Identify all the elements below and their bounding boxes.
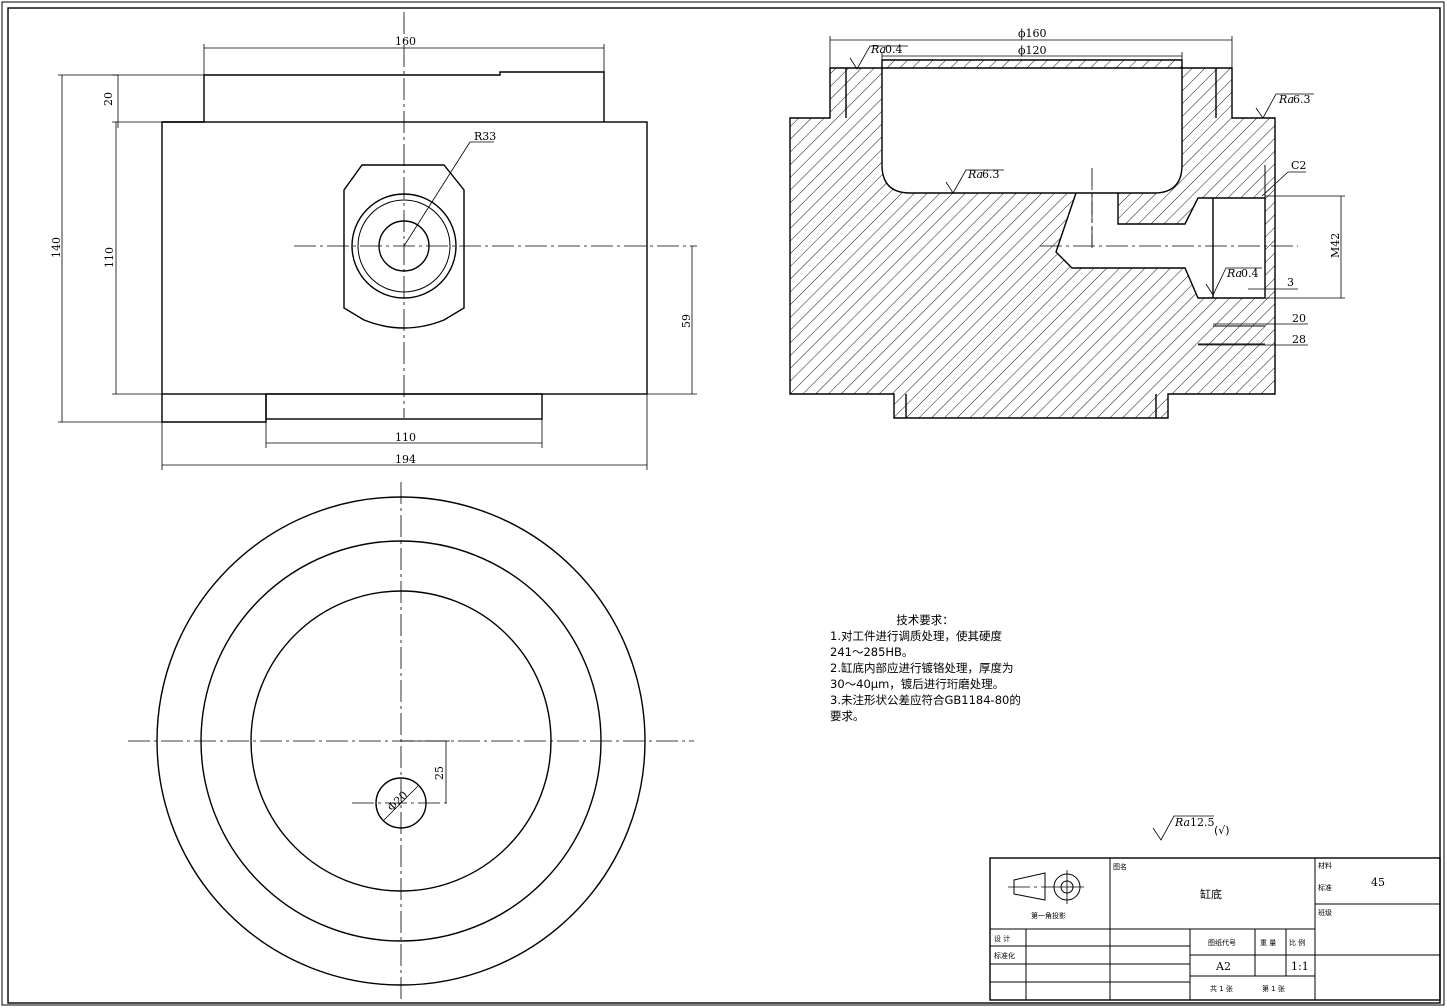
weight-label: 重 量 bbox=[1260, 939, 1276, 947]
dim-m42-label: M42 bbox=[1329, 233, 1342, 258]
svg-text:(√): (√) bbox=[1214, 824, 1230, 837]
class-label: 班级 bbox=[1318, 908, 1332, 917]
first-angle-projection-icon bbox=[1008, 870, 1084, 904]
tech-line: 2.缸底内部应进行镀铬处理，厚度为 bbox=[830, 661, 1014, 675]
dim-20-label: 20 bbox=[102, 92, 115, 106]
svg-text:Ra: Ra bbox=[870, 43, 886, 56]
standard-label: 标准 bbox=[1318, 883, 1332, 892]
tech-line: 1.对工件进行调质处理，使其硬度 bbox=[830, 629, 1002, 643]
title-block: 第一角投影 图名 缸底 材料 45 标准 班级 设 计 标准化 图纸代号 A2 … bbox=[989, 857, 1441, 1001]
drawing-name: 缸底 bbox=[1200, 887, 1222, 901]
dim-phi20-label: Φ20 bbox=[385, 789, 410, 814]
material-value: 45 bbox=[1371, 876, 1385, 889]
front-view: R33 160 20 140 110 59 110 194 bbox=[50, 12, 697, 470]
technical-requirements: 技术要求： 1.对工件进行调质处理，使其硬度 241～285HB。 2.缸底内部… bbox=[830, 612, 1060, 724]
dim-59-label: 59 bbox=[680, 314, 693, 328]
drawing-code: A2 bbox=[1215, 960, 1231, 973]
drawing-name-label: 图名 bbox=[1113, 862, 1127, 871]
front-body bbox=[161, 121, 648, 395]
svg-text:Ra: Ra bbox=[1174, 816, 1190, 829]
r33-label: R33 bbox=[474, 130, 496, 143]
svg-text:12.5: 12.5 bbox=[1190, 816, 1215, 829]
top-view: 25 Φ20 bbox=[128, 482, 694, 1000]
front-base-left bbox=[161, 394, 267, 423]
dim-c2-label: C2 bbox=[1291, 159, 1306, 172]
drawing-code-label: 图纸代号 bbox=[1208, 938, 1236, 947]
dim-140-label: 140 bbox=[50, 237, 63, 258]
front-boss bbox=[343, 164, 465, 329]
svg-text:6.3: 6.3 bbox=[1293, 93, 1311, 106]
roughness-symbol-port: Ra 0.4 bbox=[1205, 267, 1262, 296]
tech-line: 要求。 bbox=[830, 709, 865, 723]
sheet-number: 第 1 张 bbox=[1262, 984, 1285, 993]
svg-text:Ra: Ra bbox=[1278, 93, 1294, 106]
dim-28-label: 28 bbox=[1292, 333, 1306, 346]
front-top-flange bbox=[162, 71, 605, 123]
standardization-label: 标准化 bbox=[994, 951, 1015, 960]
dim-phi120-label: ϕ120 bbox=[1018, 44, 1047, 57]
material-label: 材料 bbox=[1318, 861, 1332, 870]
dim-160-label: 160 bbox=[395, 35, 416, 48]
tech-line: 241～285HB。 bbox=[830, 645, 914, 659]
scale-label: 比 例 bbox=[1289, 938, 1305, 947]
section-view: ϕ160 ϕ120 C2 M42 3 20 28 Ra 0.4 Ra bbox=[789, 27, 1345, 419]
svg-text:Ra: Ra bbox=[1226, 267, 1242, 280]
design-label: 设 计 bbox=[994, 934, 1010, 943]
tech-heading: 技术要求： bbox=[896, 613, 954, 627]
dim-194-label: 194 bbox=[395, 453, 416, 466]
svg-text:6.3: 6.3 bbox=[982, 168, 1000, 181]
r33-leader bbox=[403, 141, 471, 247]
dim-110v-label: 110 bbox=[103, 247, 116, 268]
scale-value: 1:1 bbox=[1291, 960, 1309, 973]
inner-frame bbox=[7, 7, 1441, 1004]
svg-text:0.4: 0.4 bbox=[885, 43, 903, 56]
tech-line: 3.未注形状公差应符合GB1184-80的 bbox=[830, 693, 1021, 707]
svg-text:0.4: 0.4 bbox=[1241, 267, 1259, 280]
section-hatched-body bbox=[789, 59, 1276, 419]
tech-line: 30～40μm，镀后进行珩磨处理。 bbox=[830, 677, 1005, 691]
dim-20-sec-label: 20 bbox=[1292, 312, 1306, 325]
general-roughness: Ra 12.5 (√) bbox=[1152, 815, 1230, 841]
roughness-symbol-right: Ra 6.3 bbox=[1255, 93, 1314, 119]
projection-label: 第一角投影 bbox=[1031, 911, 1066, 920]
total-sheets: 共 1 张 bbox=[1210, 984, 1233, 993]
dim-phi160-label: ϕ160 bbox=[1018, 27, 1047, 40]
dim-110h-label: 110 bbox=[395, 431, 416, 444]
svg-text:Ra: Ra bbox=[967, 168, 983, 181]
dim-3-label: 3 bbox=[1287, 276, 1294, 289]
dim-25-label: 25 bbox=[433, 766, 446, 780]
roughness-symbol-top: Ra 0.4 bbox=[849, 43, 908, 70]
roughness-symbol-bottom: Ra 6.3 bbox=[945, 168, 1004, 194]
